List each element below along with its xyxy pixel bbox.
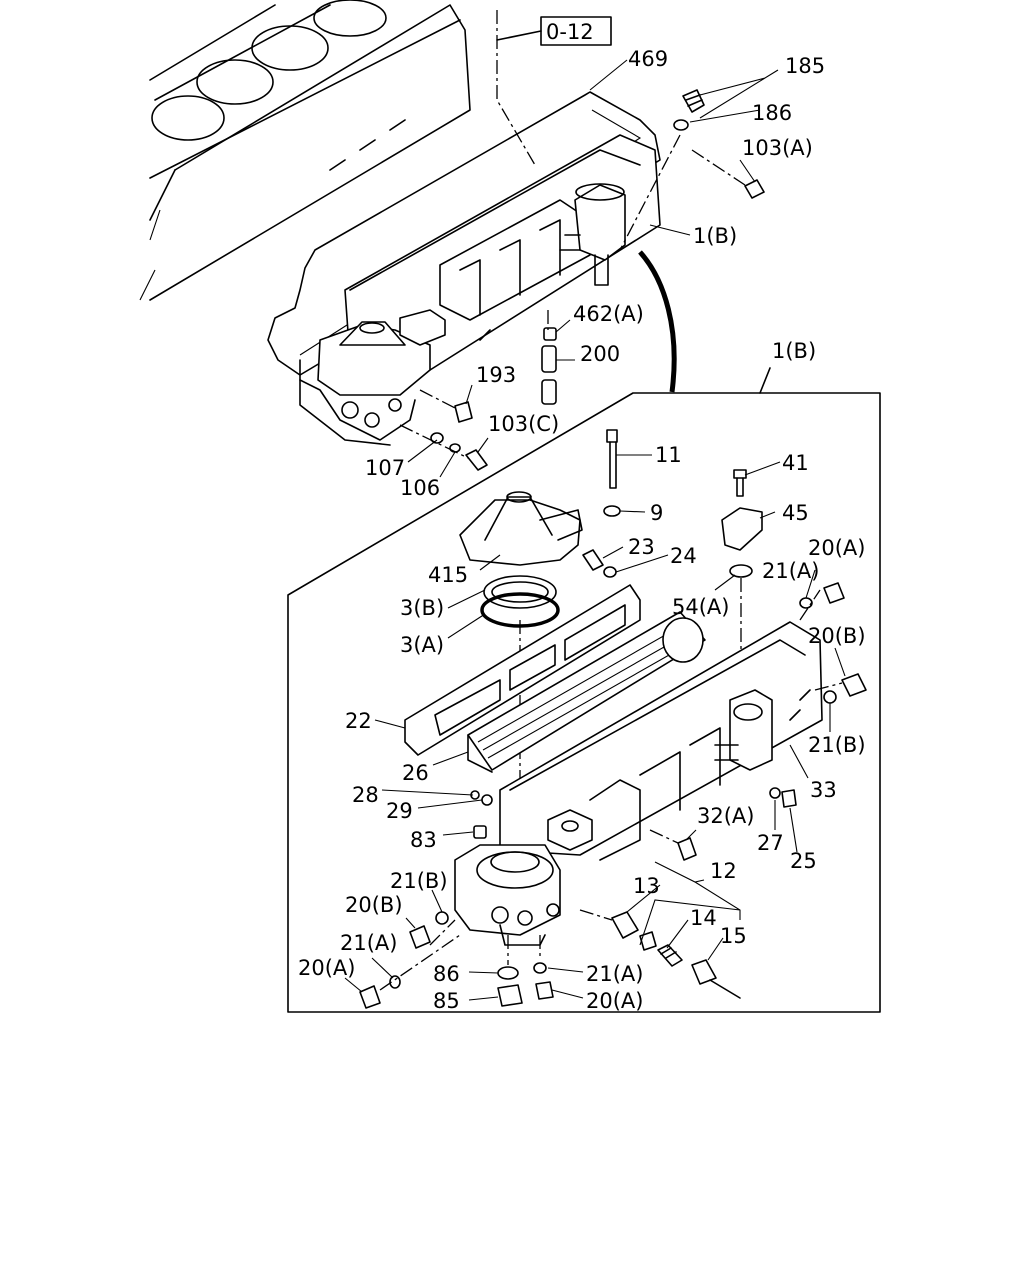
callout-14: 14 [690, 906, 717, 930]
callout-83: 83 [410, 828, 437, 852]
callout-103a-top: 103(A) [742, 136, 813, 160]
callout-3a: 3(A) [400, 633, 444, 657]
callout-21a-b: 21(A) [586, 962, 643, 986]
washer-24 [603, 566, 617, 578]
callout-41: 41 [782, 451, 809, 475]
reference-box-label: 0-12 [546, 20, 594, 44]
callout-107: 107 [365, 456, 405, 480]
cap-45 [721, 507, 763, 551]
callout-29: 29 [386, 799, 413, 823]
callout-3b: 3(B) [400, 596, 444, 620]
plug-193 [454, 401, 473, 423]
callout-86: 86 [433, 962, 460, 986]
gasket-469 [267, 91, 661, 376]
callout-45: 45 [782, 501, 809, 525]
callout-13: 13 [633, 874, 660, 898]
callout-25: 25 [790, 849, 817, 873]
callout-12: 12 [710, 859, 737, 883]
cooler-core-26 [467, 611, 706, 773]
callout-11: 11 [655, 443, 682, 467]
cover-415 [459, 491, 583, 566]
callout-27: 27 [757, 831, 784, 855]
top-hardware [619, 89, 765, 251]
callout-54a: 54(A) [672, 595, 729, 619]
callout-200: 200 [580, 342, 620, 366]
washer-107 [430, 432, 444, 444]
callout-415: 415 [428, 563, 468, 587]
bolt-41 [733, 469, 747, 497]
oring-54a [729, 564, 753, 578]
callout-20a-l: 20(A) [298, 956, 355, 980]
callout-22: 22 [345, 709, 372, 733]
callout-103c: 103(C) [488, 412, 559, 436]
callout-23: 23 [628, 535, 655, 559]
callout-1b-frame: 1(B) [772, 339, 816, 363]
callout-193: 193 [476, 363, 516, 387]
callout-85: 85 [433, 989, 460, 1013]
callout-20a-r1: 20(A) [808, 536, 865, 560]
callout-28: 28 [352, 783, 379, 807]
bolt-103c [465, 449, 488, 471]
detail-arrow [638, 250, 677, 393]
callout-20b-l: 20(B) [345, 893, 403, 917]
callout-33: 33 [810, 778, 837, 802]
callout-185: 185 [785, 54, 825, 78]
left-hardware [359, 790, 554, 1009]
callout-21b-r: 21(B) [808, 733, 866, 757]
callout-1b-top: 1(B) [693, 224, 737, 248]
callout-21a-r1: 21(A) [762, 559, 819, 583]
bolt-23 [582, 549, 604, 571]
callout-15: 15 [720, 924, 747, 948]
callout-469: 469 [628, 47, 668, 71]
bolt-11 [606, 429, 618, 489]
callout-21b-l: 21(B) [390, 869, 448, 893]
seal-3b [483, 575, 557, 609]
callout-20b-r: 20(B) [808, 624, 866, 648]
right-hardware [649, 582, 867, 861]
washer-106 [449, 443, 461, 453]
dowel-parts [541, 310, 557, 405]
callout-186: 186 [752, 101, 792, 125]
callout-462a: 462(A) [573, 302, 644, 326]
callout-labels: 469 185 186 103(A) 1(B) 462(A) 200 193 1… [298, 47, 866, 1013]
valve-parts [579, 909, 741, 999]
callout-9: 9 [650, 501, 663, 525]
callout-106: 106 [400, 476, 440, 500]
oring-9 [603, 505, 621, 517]
reference-box: 0-12 [540, 16, 612, 46]
upper-cooler-assembly [299, 134, 661, 446]
callout-32a: 32(A) [697, 804, 754, 828]
housing-33 [454, 621, 823, 946]
detail-frame [287, 392, 881, 1013]
callout-21a-l: 21(A) [340, 931, 397, 955]
callout-20a-b: 20(A) [586, 989, 643, 1013]
gasket-22 [404, 584, 641, 756]
callout-26: 26 [402, 761, 429, 785]
engine-block [139, 0, 471, 301]
callout-24: 24 [670, 544, 697, 568]
